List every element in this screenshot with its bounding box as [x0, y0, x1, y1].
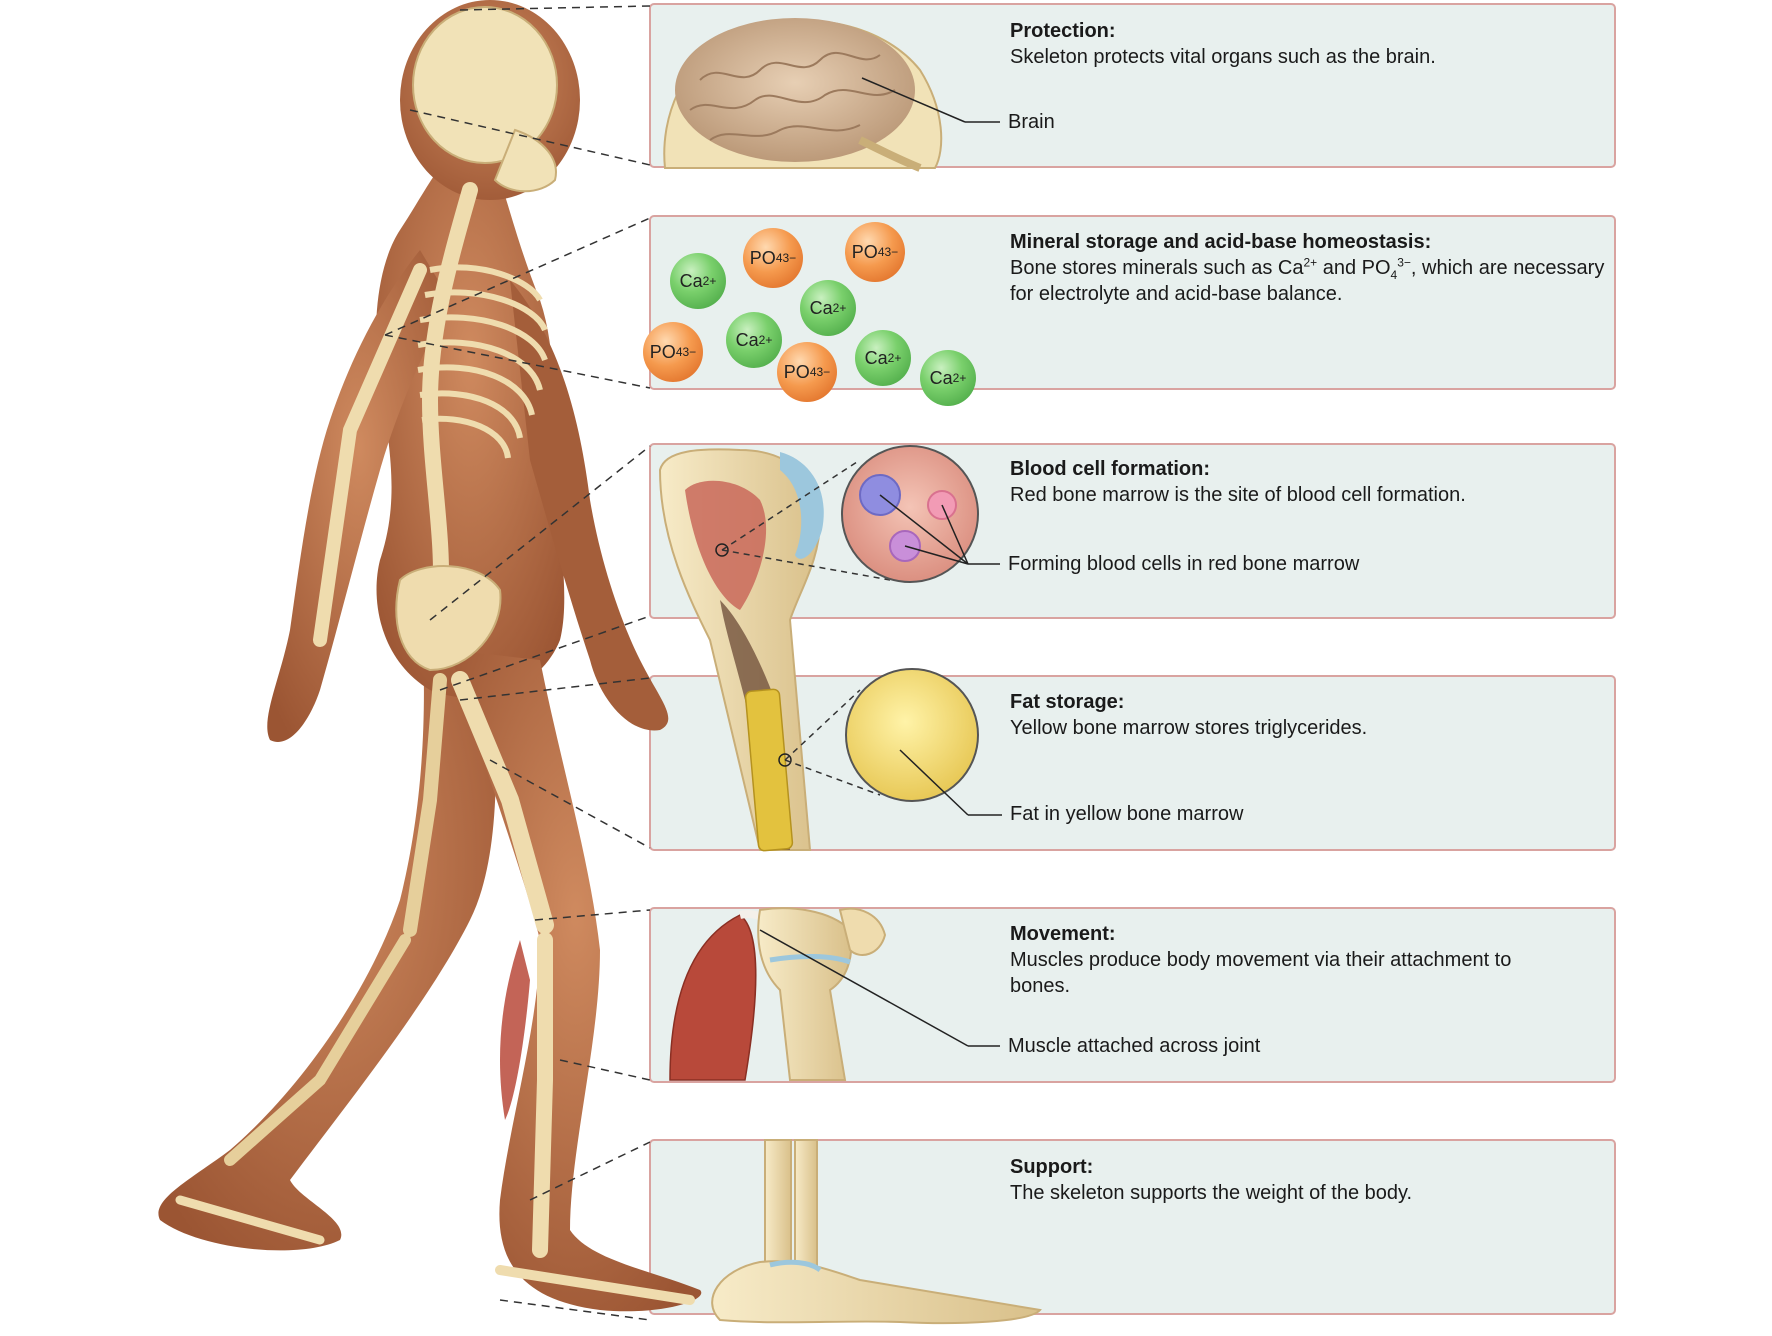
- fat-storage-description: Yellow bone marrow stores triglycerides.: [1010, 717, 1368, 739]
- back-femur: [403, 673, 447, 937]
- mineral-storage-title: Mineral storage and acid-base homeostasi…: [1010, 231, 1432, 253]
- muscle-callout: Muscle attached across joint: [1008, 1035, 1261, 1057]
- front-arm: [267, 250, 450, 742]
- mineral-storage-description: Bone stores minerals such as Ca2+ and PO…: [1010, 255, 1605, 305]
- spine: [421, 182, 478, 608]
- panel-boxes: [649, 3, 1616, 1315]
- brain-illustration: [663, 18, 966, 172]
- fat-storage-title: Fat storage:: [1010, 691, 1125, 713]
- blood-cells-callout: Forming blood cells in red bone marrow: [1008, 553, 1360, 575]
- brain-callout: Brain: [1008, 111, 1055, 133]
- support-text: Support: The skeleton supports the weigh…: [1010, 1154, 1630, 1206]
- back-arm: [510, 280, 669, 731]
- human-figure: [158, 0, 702, 1312]
- knee-joint-illustration: [669, 907, 969, 1081]
- calf-muscle: [500, 940, 530, 1120]
- fat-storage-text: Fat storage: Yellow bone marrow stores t…: [1010, 689, 1630, 741]
- movement-description: Muscles produce body movement via their …: [1010, 949, 1512, 997]
- femur: [451, 671, 554, 934]
- back-foot-bones: [175, 1195, 325, 1245]
- bone-cross-section: [658, 448, 824, 852]
- support-title: Support:: [1010, 1156, 1094, 1178]
- connector-lines: [384, 5, 651, 1321]
- skull: [412, 6, 558, 164]
- ribcage: [417, 264, 548, 459]
- protection-description: Skeleton protects vital organs such as t…: [1010, 46, 1436, 68]
- fat-callout: Fat in yellow bone marrow: [1010, 803, 1244, 825]
- blood-cells-magnified: [721, 445, 979, 583]
- pelvis: [395, 565, 502, 672]
- foot-illustration: [711, 1139, 1042, 1325]
- support-description: The skeleton supports the weight of the …: [1010, 1182, 1413, 1204]
- movement-text: Movement: Muscles produce body movement …: [1010, 921, 1570, 999]
- jaw: [493, 128, 557, 193]
- foot-bones: [495, 1265, 695, 1305]
- blood-cell-formation-description: Red bone marrow is the site of blood cel…: [1010, 484, 1466, 506]
- humerus: [313, 263, 427, 647]
- mineral-storage-text: Mineral storage and acid-base homeostasi…: [1010, 229, 1630, 307]
- tibia: [532, 932, 553, 1258]
- panel-support: [649, 1139, 1616, 1315]
- movement-title: Movement:: [1010, 923, 1116, 945]
- blood-cell-formation-title: Blood cell formation:: [1010, 458, 1210, 480]
- protection-title: Protection:: [1010, 20, 1116, 42]
- panel-movement: [649, 907, 1616, 1083]
- blood-cell-formation-text: Blood cell formation: Red bone marrow is…: [1010, 456, 1630, 508]
- back-tibia: [224, 934, 411, 1166]
- protection-text: Protection: Skeleton protects vital orga…: [1010, 18, 1630, 70]
- fat-magnified: [784, 668, 979, 816]
